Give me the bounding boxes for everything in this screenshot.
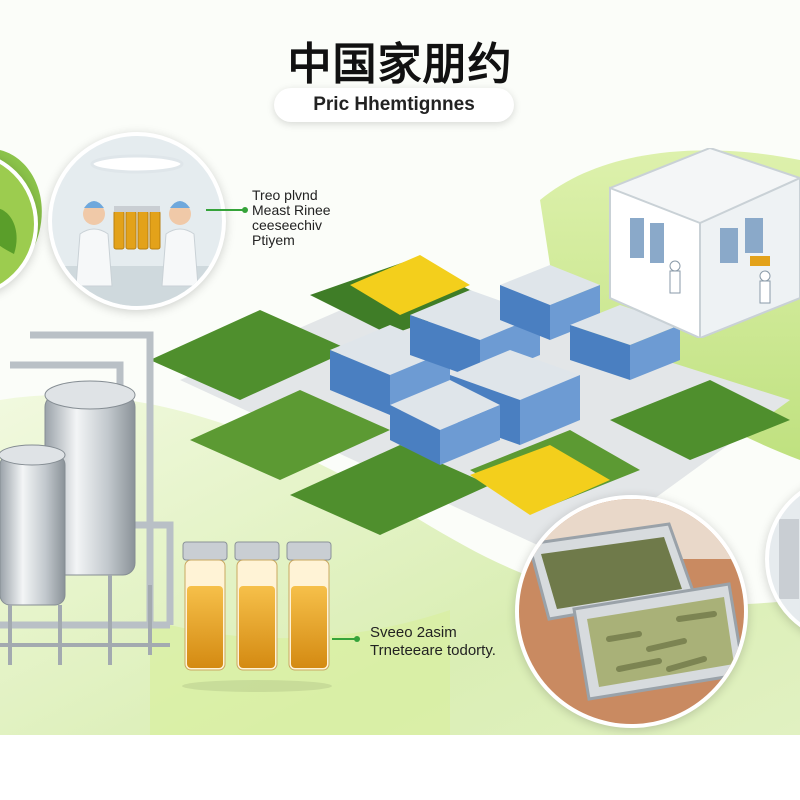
lab-label-dot xyxy=(242,207,248,213)
lab-scientists-image xyxy=(48,132,226,310)
herbs-tray-image xyxy=(515,495,748,728)
product-label: Sveeo 2asim Trneteeare todorty. xyxy=(370,624,496,660)
factory-buildings xyxy=(330,265,680,465)
lab-label: Treo plvnd Meast Rinee ceeseechiv Ptiyem xyxy=(252,188,331,248)
page-title: 中国家朋约 xyxy=(287,39,513,90)
product-label-dot xyxy=(354,636,360,642)
lab-label-line3: ceeseechiv xyxy=(252,217,323,233)
subtitle-pill: Pric Hhemtignnes xyxy=(274,88,514,122)
crop-fields xyxy=(150,255,790,535)
farm-factory-image xyxy=(150,255,790,560)
vials-image xyxy=(182,541,332,692)
lab-label-connector xyxy=(206,209,244,211)
clean-room-image xyxy=(609,148,800,338)
lab-label-line2: Meast Rinee xyxy=(252,202,331,218)
lab-label-line1: Treo plvnd xyxy=(252,187,318,203)
product-label-line2: Trneteeare todorty. xyxy=(370,642,496,659)
product-label-connector xyxy=(332,638,356,640)
steel-tanks-image xyxy=(0,331,174,665)
bottom-band xyxy=(0,735,800,800)
lab-label-line4: Ptiyem xyxy=(252,232,295,248)
product-label-line1: Sveeo 2asim xyxy=(370,624,457,641)
